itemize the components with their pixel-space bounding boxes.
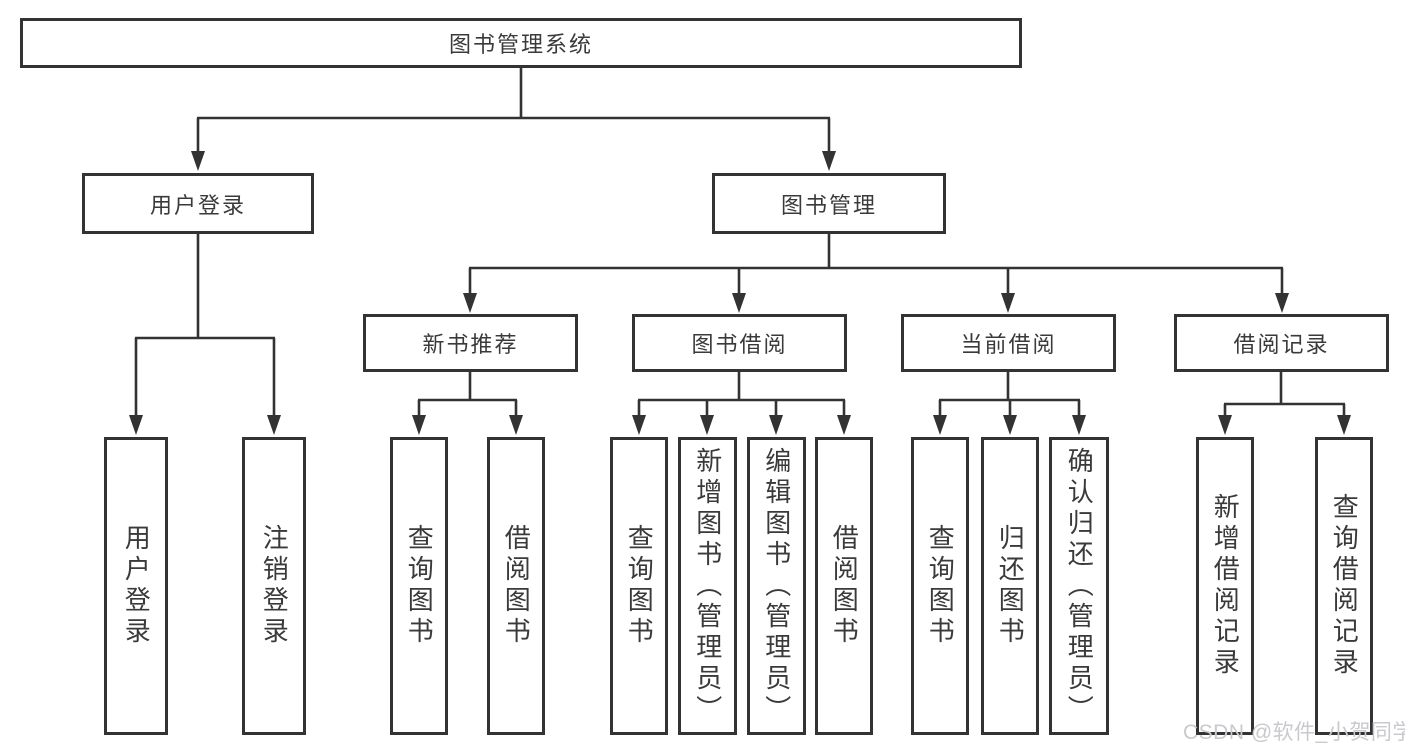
node-label: 图书管理 (780, 192, 877, 218)
node-label: 注销登录 (259, 524, 290, 648)
connector-book-borrow-to-leaves (632, 372, 851, 435)
node-current-borrow: 当前借阅 (901, 314, 1116, 372)
leaf-borrow-books: 借阅图书 (815, 437, 873, 735)
connector-root-to-level2 (191, 67, 836, 171)
leaf-add-book-admin: 新增图书（管理员） (678, 437, 737, 735)
node-label: 用户登录 (121, 524, 152, 648)
leaf-borrow-books-recommend: 借阅图书 (487, 437, 545, 735)
node-label: 编辑图书（管理员） (761, 446, 792, 726)
watermark: CSDN @软件_小贺同学 (1183, 721, 1405, 744)
leaf-query-books-recommend: 查询图书 (390, 437, 448, 735)
node-label: 借阅记录 (1233, 332, 1330, 357)
leaf-edit-book-admin: 编辑图书（管理员） (747, 437, 806, 735)
node-label: 图书借阅 (691, 332, 788, 357)
node-book-borrow: 图书借阅 (632, 314, 847, 372)
leaf-query-books-current: 查询图书 (911, 437, 969, 735)
connector-new-book-to-leaves (412, 372, 523, 435)
node-label: 确认归还（管理员） (1064, 446, 1095, 726)
node-label: 图书管理系统 (448, 32, 593, 57)
connector-user-login-to-leaves (129, 233, 281, 435)
node-borrow-records: 借阅记录 (1174, 314, 1389, 372)
leaf-logout: 注销登录 (242, 437, 306, 735)
connector-book-management-to-level3 (463, 233, 1289, 313)
leaf-query-books-borrow: 查询图书 (610, 437, 668, 735)
node-label: 用户登录 (149, 192, 246, 218)
node-label: 查询借阅记录 (1329, 493, 1360, 679)
node-label: 新增图书（管理员） (692, 446, 723, 726)
node-label: 当前借阅 (960, 332, 1057, 357)
node-label: 借阅图书 (501, 524, 532, 648)
leaf-query-borrow-record: 查询借阅记录 (1315, 437, 1373, 735)
leaf-confirm-return-admin: 确认归还（管理员） (1049, 437, 1109, 735)
node-new-book-recommend: 新书推荐 (363, 314, 578, 372)
node-label: 查询图书 (624, 524, 655, 648)
node-label: 查询图书 (925, 524, 956, 648)
node-label: 新书推荐 (422, 332, 519, 357)
node-label: 归还图书 (995, 524, 1026, 648)
node-label: 查询图书 (404, 524, 435, 648)
leaf-user-login: 用户登录 (104, 437, 168, 735)
node-user-login: 用户登录 (82, 173, 314, 234)
connector-borrow-records-to-leaves (1218, 372, 1351, 435)
node-label: 借阅图书 (829, 524, 860, 648)
connector-current-borrow-to-leaves (933, 372, 1086, 435)
node-library-system: 图书管理系统 (20, 18, 1022, 68)
node-book-management: 图书管理 (712, 173, 946, 234)
node-label: 新增借阅记录 (1210, 493, 1241, 679)
leaf-return-book: 归还图书 (981, 437, 1039, 735)
leaf-add-borrow-record: 新增借阅记录 (1196, 437, 1254, 735)
